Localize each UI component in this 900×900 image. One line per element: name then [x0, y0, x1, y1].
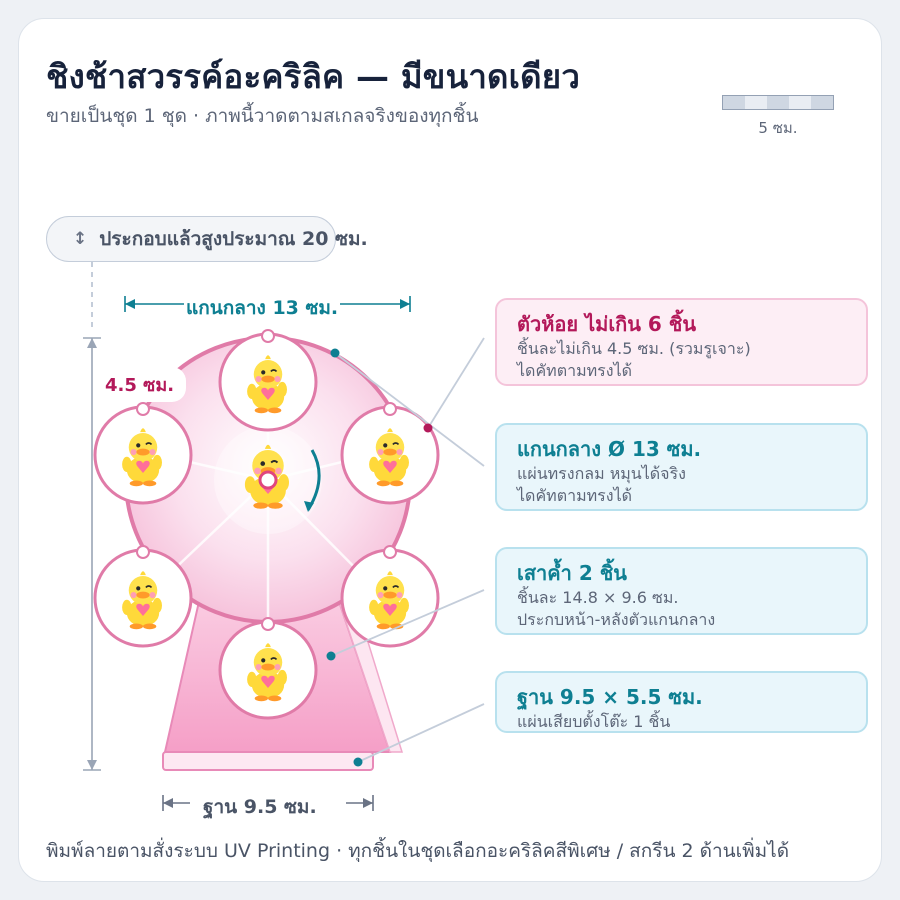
height-pill-label: ประกอบแล้วสูงประมาณ 20 ซม.	[99, 228, 368, 250]
callout-base-title: ฐาน 9.5 × 5.5 ซม.	[517, 685, 703, 709]
scale-bar-label: 5 ซม.	[758, 119, 798, 137]
charm-right-lower	[340, 545, 440, 648]
callout-posts-line2: ประกบหน้า-หลังตัวแกนกลาง	[517, 610, 716, 629]
callout-posts-line1: ชิ้นละ 14.8 × 9.6 ซม.	[517, 588, 679, 607]
scale-bar	[722, 95, 834, 110]
callout-charms: ตัวห้อย ไม่เกิน 6 ชิ้น ชิ้นละไม่เกิน 4.5…	[495, 298, 868, 386]
base-width-label: ฐาน 9.5 ซม.	[203, 796, 317, 818]
height-pill: ↕ ประกอบแล้วสูงประมาณ 20 ซม.	[46, 216, 368, 262]
callout-charms-line1: ชิ้นละไม่เกิน 4.5 ซม. (รวมรูเจาะ)	[517, 339, 751, 358]
charm-top	[218, 329, 318, 432]
callout-hub-line2: ไดคัทตามทรงได้	[517, 486, 632, 505]
vertical-arrows-icon: ↕	[73, 229, 88, 249]
charm-left-upper	[93, 402, 193, 505]
callout-hub: แกนกลาง Ø 13 ซม. แผ่นทรงกลม หมุนได้จริง …	[495, 423, 868, 511]
callout-hub-title: แกนกลาง Ø 13 ซม.	[517, 437, 702, 461]
charm-bottom	[218, 617, 318, 720]
callout-charms-line2: ไดคัทตามทรงได้	[517, 361, 632, 380]
footer-note: พิมพ์ลายตามสั่งระบบ UV Printing · ทุกชิ้…	[46, 840, 790, 862]
callout-posts-title: เสาค้ำ 2 ชิ้น	[517, 561, 627, 585]
callout-hub-line1: แผ่นทรงกลม หมุนได้จริง	[517, 464, 686, 483]
charm-left-lower	[93, 545, 193, 648]
callout-charms-title: ตัวห้อย ไม่เกิน 6 ชิ้น	[517, 312, 697, 336]
callout-base-line1: แผ่นเสียบตั้งโต๊ะ 1 ชิ้น	[517, 712, 671, 731]
charm-size-label: 4.5 ซม.	[93, 367, 187, 402]
callout-posts: เสาค้ำ 2 ชิ้น ชิ้นละ 14.8 × 9.6 ซม. ประก…	[495, 547, 868, 635]
hub-width-label: แกนกลาง 13 ซม.	[184, 293, 341, 323]
charm-right-upper	[340, 402, 440, 505]
callout-base: ฐาน 9.5 × 5.5 ซม. แผ่นเสียบตั้งโต๊ะ 1 ชิ…	[495, 671, 868, 733]
page-subtitle: ขายเป็นชุด 1 ชุด · ภาพนี้วาดตามสเกลจริงข…	[46, 105, 479, 127]
page-title: ชิงช้าสวรรค์อะคริลิค — มีขนาดเดียว	[46, 57, 581, 96]
